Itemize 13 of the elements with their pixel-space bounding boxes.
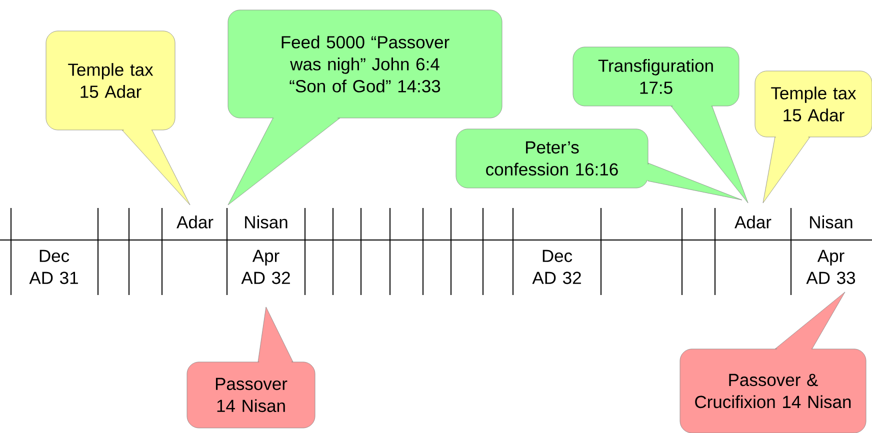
speech-bubble: Peter’s confession 16:16 bbox=[456, 128, 742, 200]
speech-bubble: Passover 14 Nisan bbox=[186, 306, 316, 428]
timeline-label: Dec AD 32 bbox=[532, 250, 581, 284]
speech-bubble: Passover & Crucifixion 14 Nisan bbox=[680, 292, 866, 433]
speech-bubble: Temple tax 15 Adar bbox=[754, 70, 872, 204]
timeline-label: Dec AD 31 bbox=[29, 250, 78, 284]
timeline-label: Adar bbox=[734, 216, 772, 228]
timeline-label: Adar bbox=[176, 216, 214, 228]
timeline-label: Apr AD 33 bbox=[806, 250, 856, 284]
timeline-label: Apr AD 32 bbox=[241, 250, 290, 284]
timeline-label: Nisan bbox=[810, 216, 852, 228]
timeline-label: Nisan bbox=[245, 216, 288, 228]
speech-bubble: Temple tax 15 Adar bbox=[46, 30, 190, 206]
